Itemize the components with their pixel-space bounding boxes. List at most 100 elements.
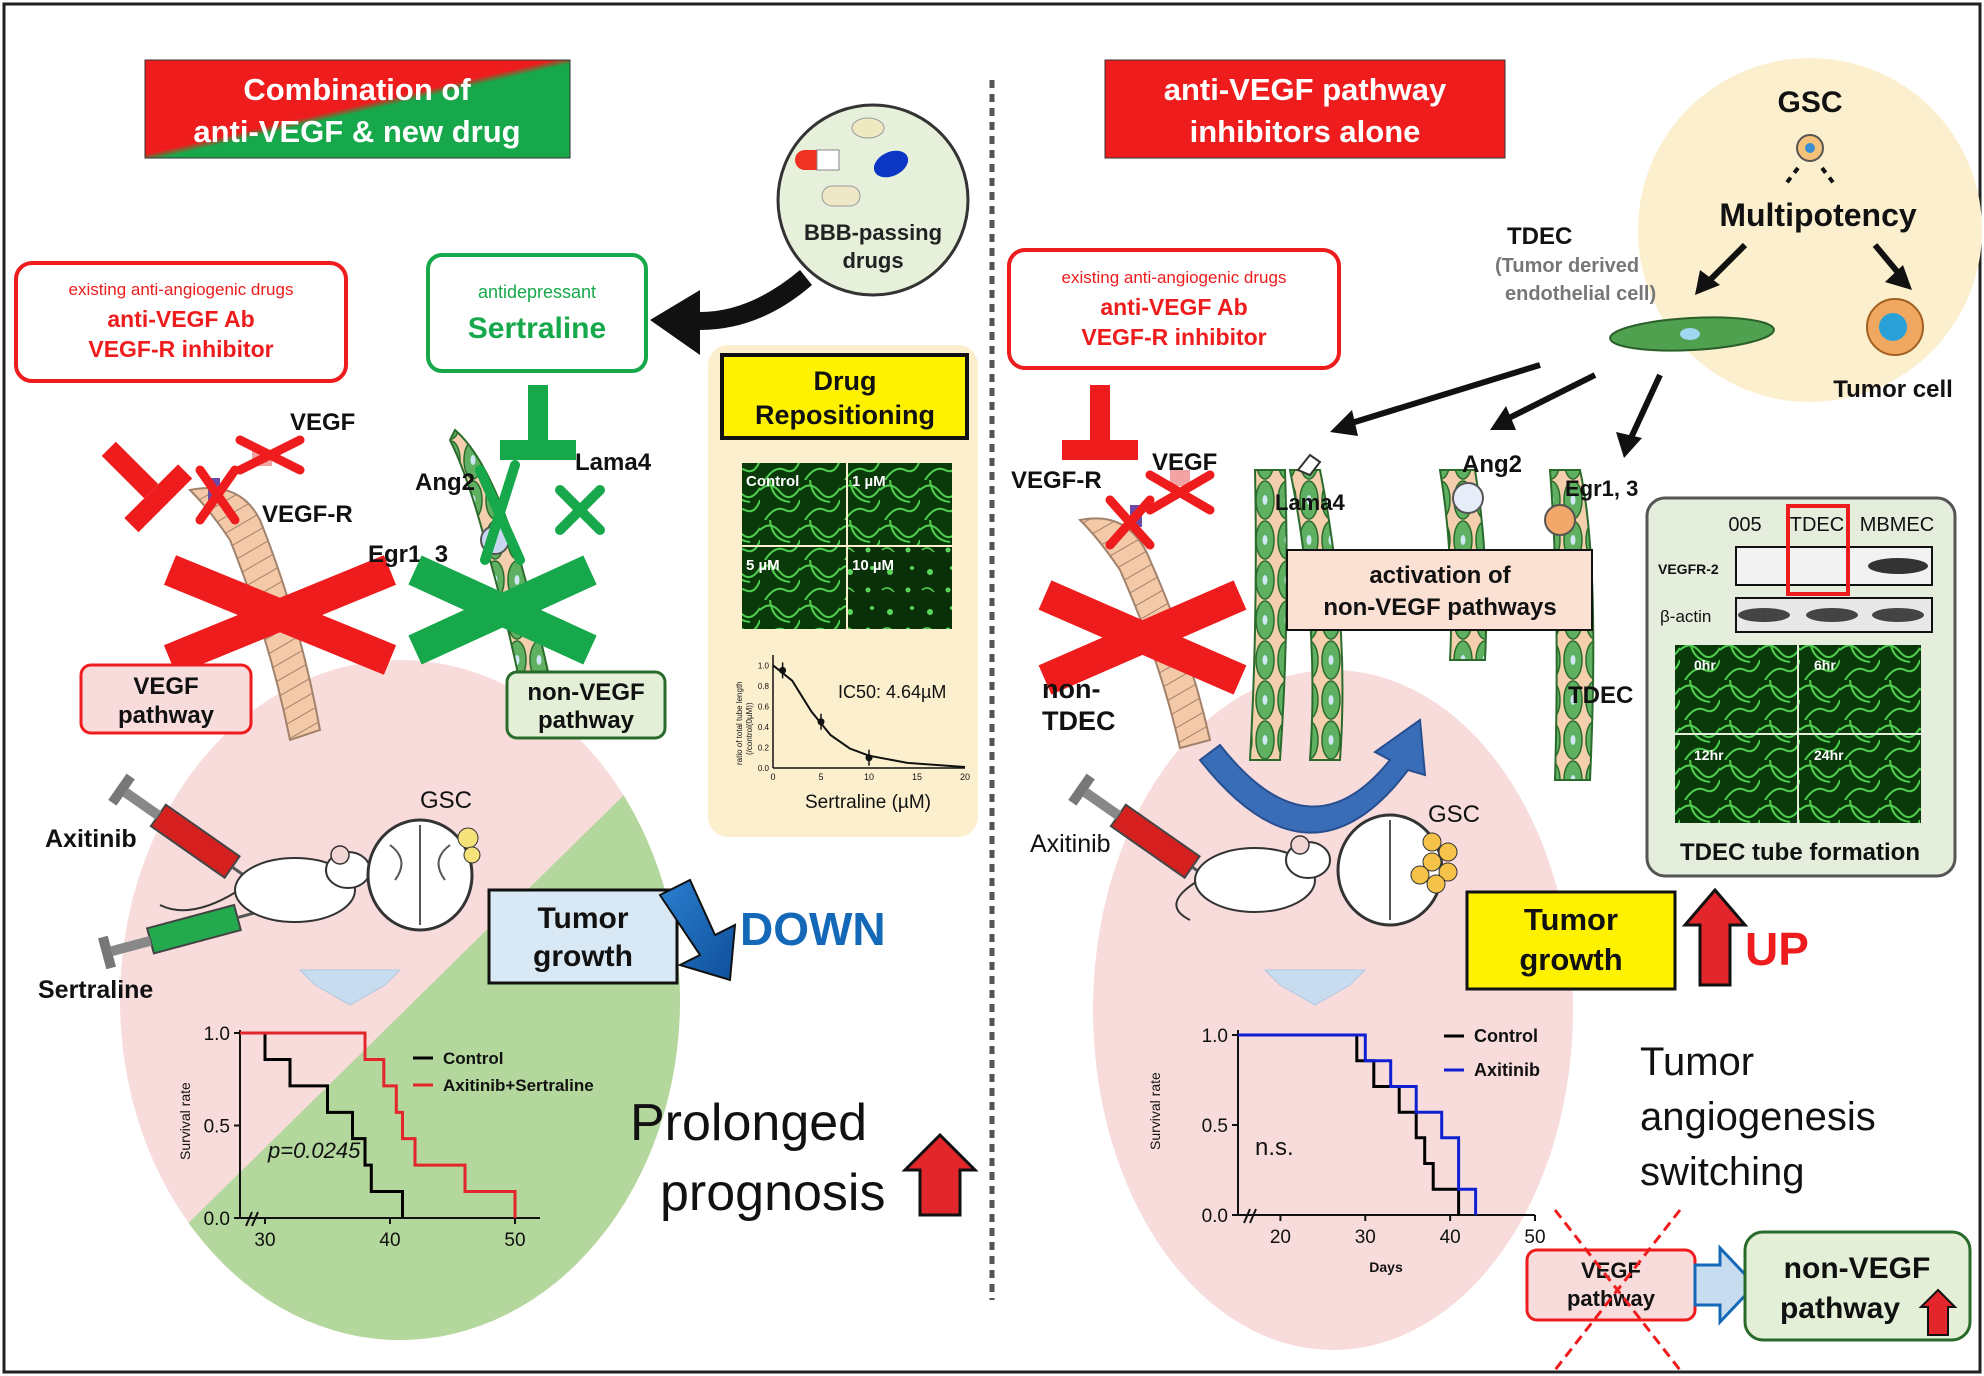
repositioning-title-box (720, 353, 969, 440)
right-existing-caption: existing anti-angiogenic drugs (1062, 268, 1287, 287)
right-surv-xtick-1: 30 (1355, 1227, 1376, 1248)
ic50-ylabel-2: (/control(0µM)) (745, 702, 754, 755)
tdec-sub-line2: endothelial cell) (1505, 283, 1656, 305)
left-label-vegf: VEGF (290, 409, 355, 436)
syringe-axitinib-icon (108, 773, 262, 889)
vegf-pathway-box (79, 663, 253, 735)
nonvegf-pathway-line2: pathway (538, 707, 635, 734)
mouse-icon-right (1175, 835, 1331, 921)
micrograph-grid: Control 1 µM 5 µM 10 µM (742, 463, 952, 629)
right-tumor-line2: growth (1519, 942, 1622, 977)
right-existing-drugs-box (1007, 248, 1341, 370)
right-big-red-x (1038, 580, 1247, 695)
left-survival-chart: Survival rate p=0.0245 Control Axitinib+… (177, 1024, 594, 1251)
ic50-xtick-3: 15 (912, 772, 922, 782)
left-surv-ytick-0: 0.0 (204, 1209, 230, 1230)
green-cross-ang2 (475, 460, 525, 565)
ic50-xtick-2: 10 (864, 772, 874, 782)
green-inhibit-symbol (500, 385, 576, 460)
right-legend-axitinib: Axitinib (1474, 1060, 1540, 1080)
ic50-xlabel: Sertraline (µM) (805, 792, 931, 813)
left-existing-line1: anti-VEGF Ab (107, 306, 254, 332)
left-surv-axis-break (245, 1211, 259, 1227)
vegf-crossed-line1: VEGF (1581, 1258, 1641, 1283)
non-tdec-line2: TDEC (1042, 706, 1116, 736)
bbb-line2: drugs (842, 248, 903, 273)
green-cross-lama4 (555, 485, 605, 535)
right-title-line1: anti-VEGF pathway (1164, 72, 1447, 107)
up-arrow-icon (1681, 887, 1749, 987)
vegf-pathway-line1: VEGF (133, 673, 198, 700)
left-surv-xtick-2: 50 (504, 1230, 525, 1251)
vegf-cross-small (235, 435, 305, 475)
antidepressant-caption: antidepressant (478, 282, 596, 302)
label-axitinib-left: Axitinib (45, 825, 137, 853)
right-surv-ytick-2: 1.0 (1202, 1026, 1228, 1047)
wb-row-actin: β-actin (1660, 607, 1711, 626)
tube-time-0: 0hr (1694, 657, 1716, 673)
activation-line1: activation of (1369, 562, 1511, 589)
prolonged-line2: prognosis (660, 1164, 885, 1222)
left-legend-control: Control (443, 1049, 503, 1068)
brain-section-right (1336, 813, 1458, 927)
left-inhibit-symbol (101, 441, 193, 533)
micro-label-1um: 1 µM (852, 473, 886, 490)
left-small-down-arrow (298, 969, 402, 1006)
tumor-cell-label: Tumor cell (1833, 376, 1953, 403)
tdec-side-label: TDEC (1568, 682, 1633, 709)
mouse-icon-left (159, 845, 371, 923)
tube-time-24: 24hr (1814, 747, 1844, 763)
left-surv-ytick-1: 0.5 (204, 1117, 230, 1138)
nonvegf-small-up-arrow-icon (1918, 1288, 1958, 1336)
ic50-fit-curve (772, 664, 966, 768)
repositioning-arrow (650, 270, 812, 355)
repositioning-title-line1: Drug (814, 366, 877, 396)
left-panel: Combination of anti-VEGF & new drug exis… (14, 59, 979, 1340)
angio-line3: switching (1640, 1150, 1805, 1194)
right-surv-ytick-1: 0.5 (1202, 1116, 1228, 1137)
right-label-egr: Egr1, 3 (1565, 476, 1638, 501)
right-surv-xtick-3: 50 (1524, 1227, 1545, 1248)
label-gsc-left: GSC (420, 787, 472, 814)
right-vessel-non-tdec (1077, 517, 1212, 750)
left-existing-drugs-box (14, 261, 348, 383)
ic50-point-1 (817, 718, 825, 726)
wb-header-005: 005 (1728, 514, 1761, 536)
right-vegf-ligand (1170, 470, 1190, 486)
ic50-xtick-0: 0 (770, 772, 775, 782)
right-existing-line1: anti-VEGF Ab (1100, 294, 1247, 320)
ic50-ytick-1: 0.2 (758, 743, 770, 752)
activation-box (1286, 549, 1593, 631)
tube-time-6: 6hr (1814, 657, 1836, 673)
vegfr-cross-small (195, 465, 240, 525)
right-existing-line2: VEGF-R inhibitor (1081, 324, 1266, 350)
right-survival-chart: Survival rate Days n.s. Control Axitinib… (1147, 1026, 1546, 1275)
ic50-ytick-2: 0.4 (758, 723, 770, 732)
arrow-tdec-to-lama4 (1344, 362, 1541, 428)
right-tumor-line1: Tumor (1524, 902, 1618, 937)
right-surv-xtick-2: 40 (1440, 1227, 1461, 1248)
left-vessel-tdec-free (187, 487, 322, 742)
ic50-xtick-1: 5 (818, 772, 823, 782)
wb-tdec-highlight (1786, 504, 1850, 596)
right-legend-control: Control (1474, 1026, 1538, 1046)
repositioning-title-line2: Repositioning (755, 400, 935, 430)
arrow-to-tdec (1702, 242, 1748, 288)
left-label-lama4: Lama4 (575, 449, 652, 476)
antidepressant-name: Sertraline (468, 312, 606, 345)
left-big-green-x (408, 555, 597, 665)
ic50-chart: ratio of total tube length (/control(0µM… (735, 655, 970, 813)
left-surv-xtick-1: 40 (379, 1230, 400, 1251)
vegf-pathway-line2: pathway (118, 702, 215, 729)
arrow-tdec-to-ang2 (1503, 372, 1597, 423)
right-label-lama4: Lama4 (1275, 490, 1345, 515)
left-legend-combo: Axitinib+Sertraline (443, 1076, 594, 1095)
left-surv-series-1 (240, 1031, 517, 1218)
micro-label-5um: 5 µM (746, 557, 780, 574)
gsc-top-label: GSC (1777, 86, 1842, 119)
nonvegf-pathway-up-box (1743, 1230, 1972, 1342)
left-existing-line2: VEGF-R inhibitor (88, 336, 273, 362)
ic50-point-2 (865, 754, 873, 762)
arrow-tdec-to-egr (1627, 373, 1663, 442)
right-label-vegf: VEGF (1152, 449, 1217, 476)
